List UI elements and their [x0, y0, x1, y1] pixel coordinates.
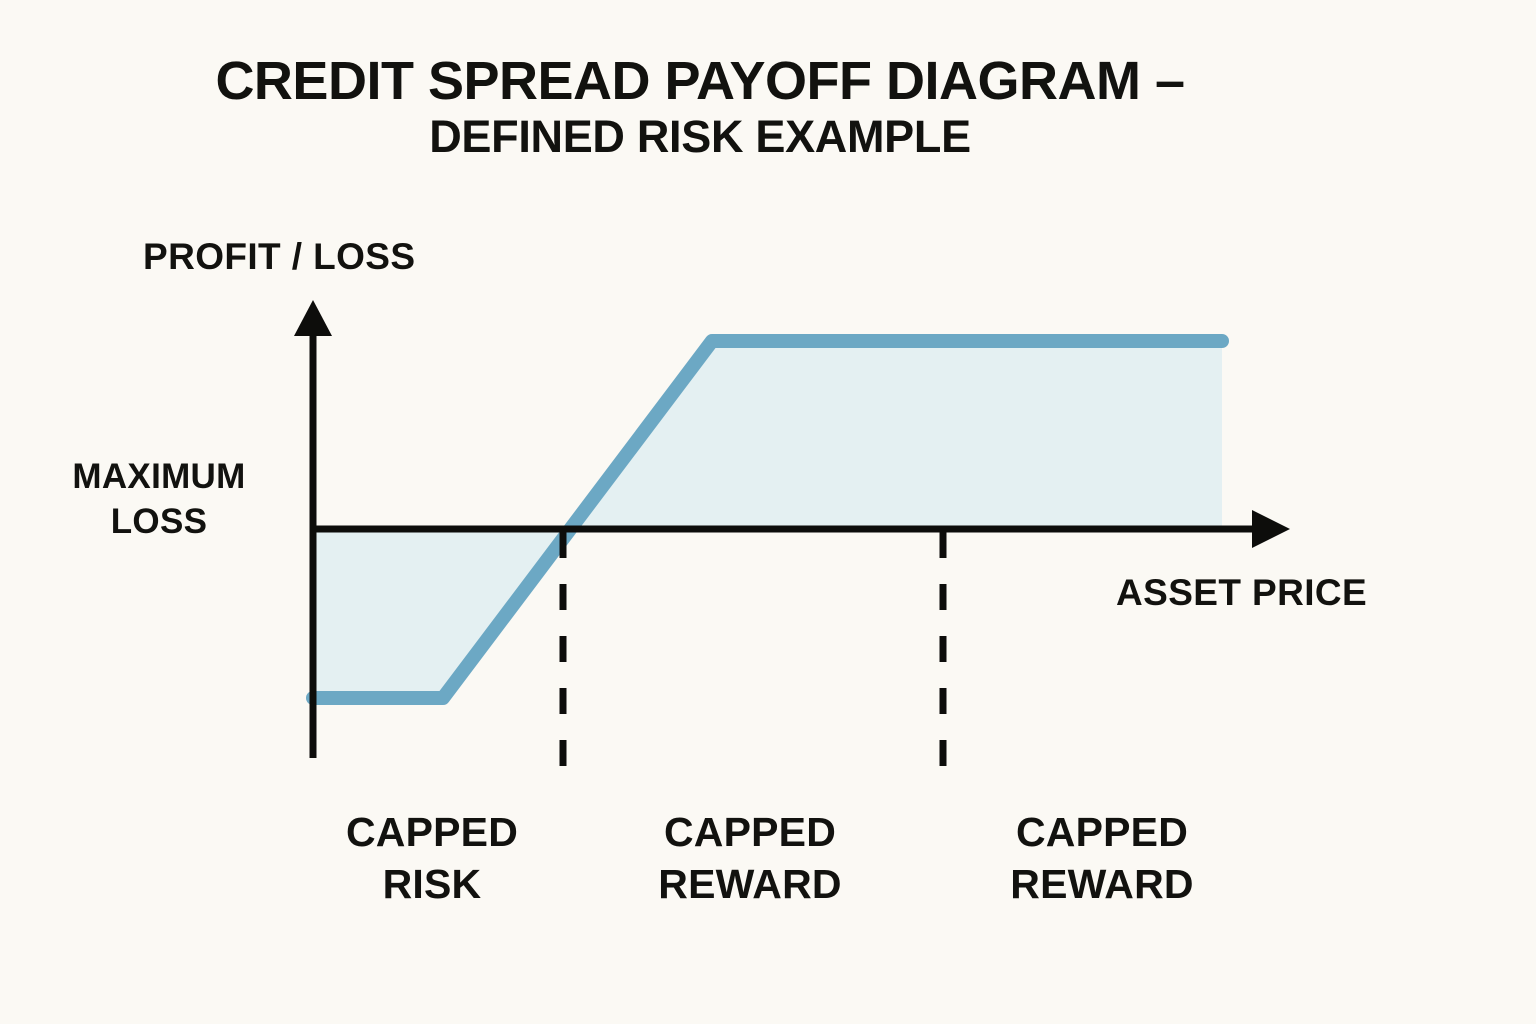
- annotation-capped-risk: CAPPED RISK: [302, 806, 562, 911]
- annotation-line-2: RISK: [382, 861, 482, 908]
- annotation-line-2: REWARD: [658, 861, 842, 908]
- payoff-area-fill: [313, 341, 1222, 698]
- annotation-capped-reward-2: CAPPED REWARD: [972, 806, 1232, 911]
- annotation-line-1: CAPPED: [345, 809, 519, 855]
- annotation-line-2: REWARD: [1010, 861, 1194, 908]
- y-axis-label: PROFIT / LOSS: [143, 236, 416, 277]
- annotation-line-1: CAPPED: [663, 809, 837, 855]
- maximum-loss-label: MAXIMUM LOSS: [72, 457, 246, 541]
- annotation-line-1: CAPPED: [1015, 809, 1189, 855]
- y-axis-arrowhead: [294, 300, 332, 336]
- annotation-capped-reward-1: CAPPED REWARD: [620, 806, 880, 911]
- x-axis-label: ASSET PRICE: [1116, 572, 1368, 613]
- x-axis-arrowhead: [1252, 510, 1290, 548]
- payoff-line: [306, 334, 1229, 705]
